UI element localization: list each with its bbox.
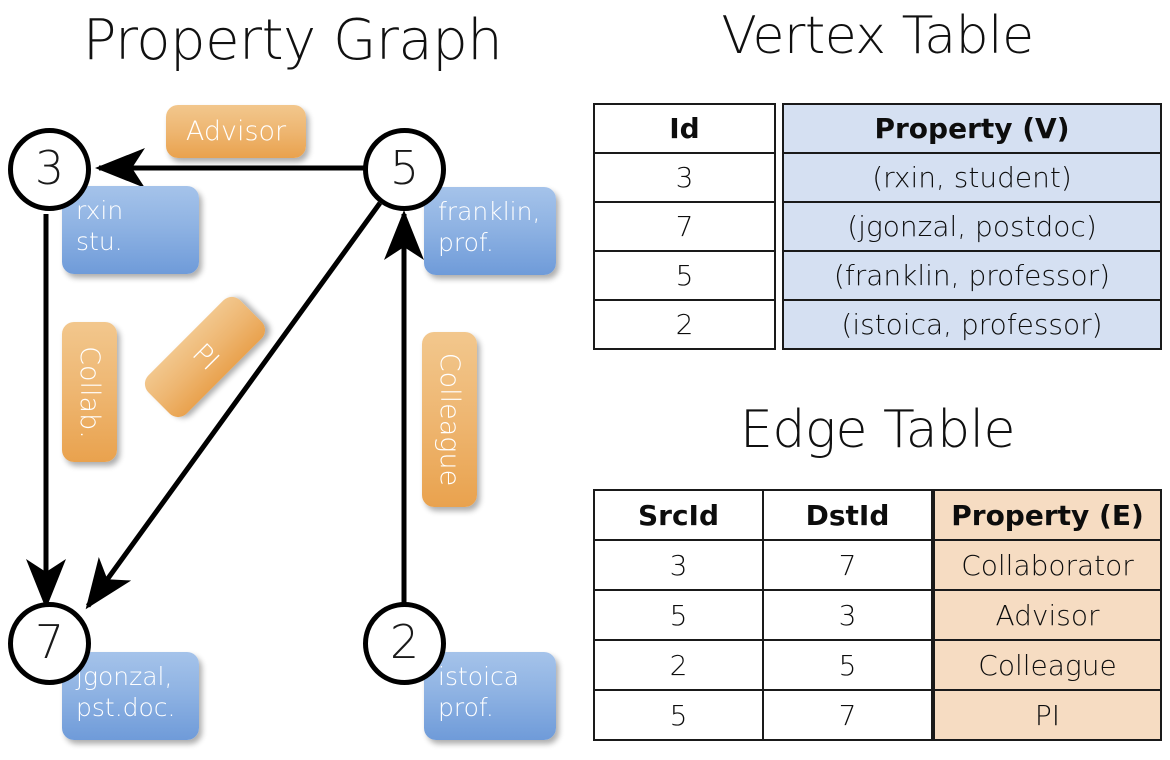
graph-node-2[interactable]: 2 xyxy=(363,602,446,685)
table-row[interactable]: Colleague xyxy=(933,639,1162,691)
vertex-property-box-7-line2: pst.doc. xyxy=(76,692,176,722)
table-row[interactable]: (rxin, student) xyxy=(782,152,1162,203)
edge-table-id-columns: SrcId DstId 3 7 5 3 2 5 5 7 xyxy=(593,489,933,741)
graph-node-2-label: 2 xyxy=(389,614,420,669)
table-row[interactable]: Advisor xyxy=(933,589,1162,641)
edge-header-dstid: DstId xyxy=(762,489,933,541)
table-row[interactable]: 3 7 xyxy=(593,539,933,591)
edge-label-colleague: Colleague xyxy=(422,332,477,507)
table-header-row: Id xyxy=(593,103,776,154)
property-graph-diagram: Advisor Collab. PI Colleague rxin stu. f… xyxy=(8,105,556,740)
vertex-property-box-7-line1: jgonzal, xyxy=(76,662,173,691)
table-row[interactable]: Collaborator xyxy=(933,539,1162,591)
edge-header-srcid: SrcId xyxy=(593,489,764,541)
vertex-table-property-column: Property (V) (rxin, student) (jgonzal, p… xyxy=(782,103,1162,350)
table-header-row: Property (E) xyxy=(933,489,1162,541)
edge-label-advisor: Advisor xyxy=(166,105,306,158)
edge-cell-srcid: 2 xyxy=(593,639,764,691)
table-row[interactable]: (istoica, professor) xyxy=(782,299,1162,350)
table-row[interactable]: 5 xyxy=(593,250,776,301)
vertex-property-box-5-line1: franklin, xyxy=(438,197,541,226)
edge-label-collab-text: Collab. xyxy=(74,345,105,439)
edge-cell-dstid: 7 xyxy=(762,539,933,591)
vertex-property-box-2-line2: prof. xyxy=(438,692,494,722)
vertex-cell-id: 2 xyxy=(593,299,776,350)
vertex-cell-property: (rxin, student) xyxy=(782,152,1162,203)
page-title-edge-table: Edge Table xyxy=(739,400,1016,460)
edge-5-to-7 xyxy=(85,201,383,610)
vertex-property-box-3-line2: stu. xyxy=(76,226,123,256)
edge-cell-srcid: 3 xyxy=(593,539,764,591)
vertex-cell-id: 7 xyxy=(593,201,776,252)
edge-table-property-column: Property (E) Collaborator Advisor Collea… xyxy=(933,489,1162,741)
table-header-row: Property (V) xyxy=(782,103,1162,154)
edge-cell-srcid: 5 xyxy=(593,589,764,641)
vertex-property-box-5: franklin, prof. xyxy=(424,187,556,275)
graph-node-7[interactable]: 7 xyxy=(8,602,91,685)
table-row[interactable]: 5 3 xyxy=(593,589,933,641)
edge-header-property: Property (E) xyxy=(933,489,1162,541)
graph-node-5[interactable]: 5 xyxy=(363,128,446,211)
table-row[interactable]: (franklin, professor) xyxy=(782,250,1162,301)
vertex-cell-property: (istoica, professor) xyxy=(782,299,1162,350)
edge-label-pi-text: PI xyxy=(185,337,225,377)
page-title-vertex-table: Vertex Table xyxy=(721,6,1034,66)
vertex-table-id-column: Id 3 7 5 2 xyxy=(593,103,776,350)
vertex-cell-property: (jgonzal, postdoc) xyxy=(782,201,1162,252)
vertex-property-box-5-line2: prof. xyxy=(438,227,494,257)
edge-label-collab: Collab. xyxy=(62,322,117,462)
vertex-cell-id: 3 xyxy=(593,152,776,203)
graph-node-3-label: 3 xyxy=(34,140,65,195)
vertex-cell-property: (franklin, professor) xyxy=(782,250,1162,301)
vertex-property-box-7: jgonzal, pst.doc. xyxy=(62,652,199,740)
vertex-property-box-3-line1: rxin xyxy=(76,196,124,225)
vertex-property-box-2-line1: istoica xyxy=(438,662,520,691)
edge-cell-srcid: 5 xyxy=(593,689,764,741)
table-header-row: SrcId DstId xyxy=(593,489,933,541)
edge-cell-dstid: 5 xyxy=(762,639,933,691)
edge-label-advisor-text: Advisor xyxy=(185,116,287,147)
page-title-property-graph: Property Graph xyxy=(82,8,503,73)
edge-cell-dstid: 3 xyxy=(762,589,933,641)
graph-edges-svg xyxy=(26,148,424,610)
table-row[interactable]: 5 7 xyxy=(593,689,933,741)
vertex-property-box-3: rxin stu. xyxy=(62,186,199,274)
edge-cell-property: PI xyxy=(933,689,1162,741)
table-row[interactable]: PI xyxy=(933,689,1162,741)
vertex-header-id: Id xyxy=(593,103,776,154)
table-row[interactable]: 2 xyxy=(593,299,776,350)
graph-node-7-label: 7 xyxy=(34,614,65,669)
edge-cell-property: Collaborator xyxy=(933,539,1162,591)
edge-label-colleague-text: Colleague xyxy=(434,352,465,487)
vertex-header-property: Property (V) xyxy=(782,103,1162,154)
edge-cell-property: Advisor xyxy=(933,589,1162,641)
table-row[interactable]: 3 xyxy=(593,152,776,203)
graph-node-3[interactable]: 3 xyxy=(8,128,91,211)
edge-cell-dstid: 7 xyxy=(762,689,933,741)
vertex-cell-id: 5 xyxy=(593,250,776,301)
table-row[interactable]: 7 xyxy=(593,201,776,252)
vertex-property-box-2: istoica prof. xyxy=(424,652,556,740)
edge-cell-property: Colleague xyxy=(933,639,1162,691)
graph-node-5-label: 5 xyxy=(389,140,420,195)
table-row[interactable]: 2 5 xyxy=(593,639,933,691)
table-row[interactable]: (jgonzal, postdoc) xyxy=(782,201,1162,252)
